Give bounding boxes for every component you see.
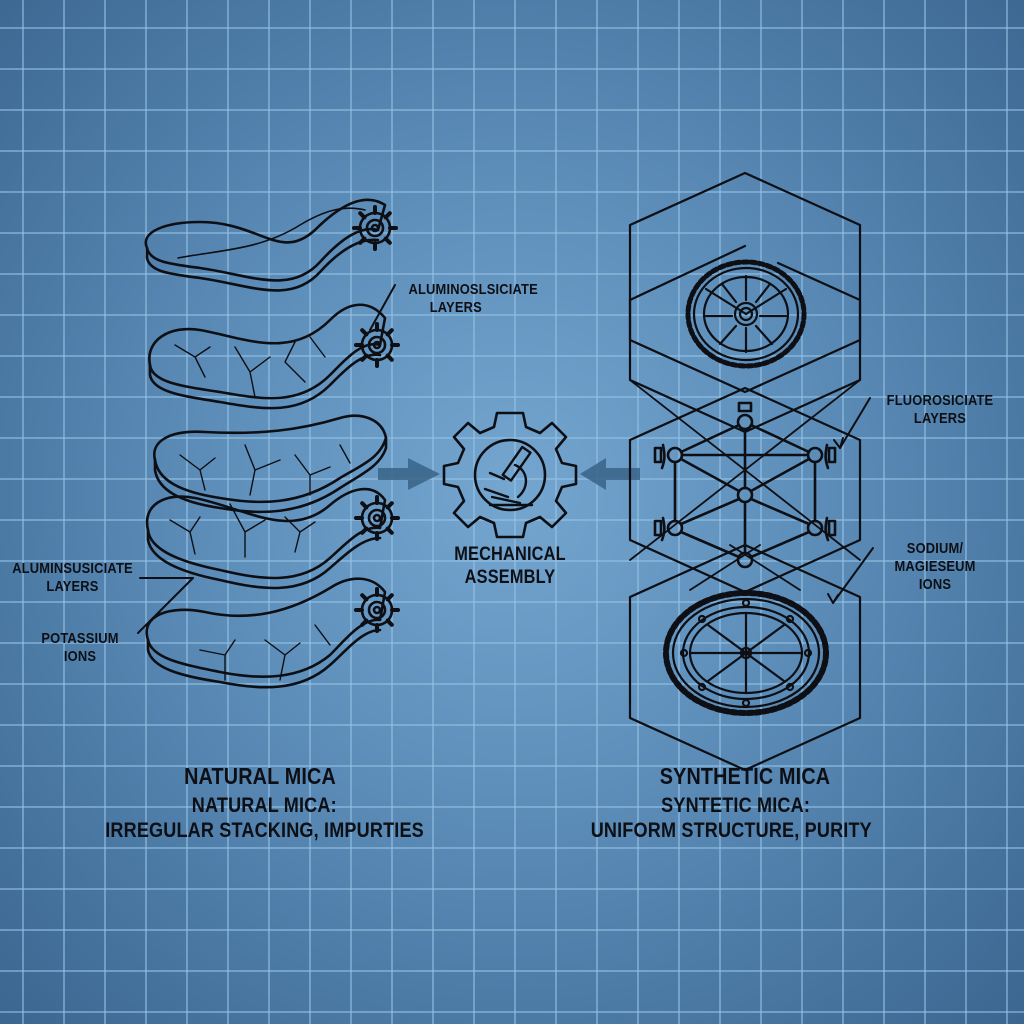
callout-line: LAYERS: [46, 578, 99, 595]
callout-aluminosilicate-top: ALUMINOSLSICIATE LAYERS: [409, 281, 538, 317]
natural-layer-4: [145, 487, 400, 590]
natural-mica-title: NATURAL MICA: [184, 763, 336, 789]
callout-line: LAYERS: [913, 410, 967, 427]
callout-line: MAGIESEUM: [894, 558, 976, 575]
callout-potassium-ions: POTASSIUM IONS: [37, 630, 123, 666]
hexagon-middle: [628, 386, 862, 594]
top-gear: [685, 259, 807, 369]
bottom-gear-wheel: [663, 590, 829, 716]
caption-line2: IRREGULAR STACKING, IMPURTIES: [105, 819, 424, 843]
hexagon-3: [628, 543, 862, 772]
callout-line: ALUMINSUSICIATE: [12, 560, 133, 577]
center-label-line2: ASSEMBLY: [464, 566, 556, 588]
callout-line: POTASSIUM: [41, 630, 119, 647]
natural-layer-1: [144, 198, 398, 292]
callout-line: LAYERS: [429, 299, 482, 316]
callout-line: IONS: [63, 648, 97, 665]
lattice-frame: [653, 401, 837, 569]
synthetic-mica-caption: SYNTETIC MICA: UNIFORM STRUCTURE, PURITY: [591, 793, 942, 843]
callout-fluorosilicate: FLUOROSICIATE LAYERS: [880, 392, 1000, 428]
caption-line2: UNIFORM STRUCTURE, PURITY: [590, 819, 872, 843]
natural-layer-3: [153, 414, 388, 514]
center-arrows: [378, 458, 640, 490]
natural-layer-5: [145, 577, 400, 689]
natural-mica-caption: NATURAL MICA: IRREGULAR STACKING, IMPURT…: [105, 793, 424, 843]
caption-line1: SYNTETIC MICA:: [661, 794, 811, 817]
right-leader-lines: [827, 397, 874, 604]
synthetic-mica-title: SYNTHETIC MICA: [659, 763, 831, 789]
callout-line: FLUOROSICIATE: [886, 392, 994, 409]
hexagon-1: [628, 171, 862, 394]
left-leader-lines: [137, 284, 396, 634]
callout-line: ALUMINOSLSICIATE: [408, 281, 538, 298]
natural-mica-layers: [144, 198, 400, 689]
callout-aluminosilicate-left: ALUMINSUSICIATE LAYERS: [10, 560, 135, 596]
center-label-line1: MECHANICAL: [454, 544, 566, 565]
callout-sodium-magnesium-ions: SODIUM/ MAGIESEUM IONS: [888, 540, 983, 594]
gear-microscope-icon: [442, 411, 578, 539]
natural-layer-2: [148, 303, 400, 410]
caption-line1: NATURAL MICA:: [191, 794, 337, 817]
callout-line: SODIUM/: [906, 540, 964, 557]
center-label: MECHANICAL ASSEMBLY: [450, 544, 570, 590]
callout-line: IONS: [918, 576, 952, 593]
